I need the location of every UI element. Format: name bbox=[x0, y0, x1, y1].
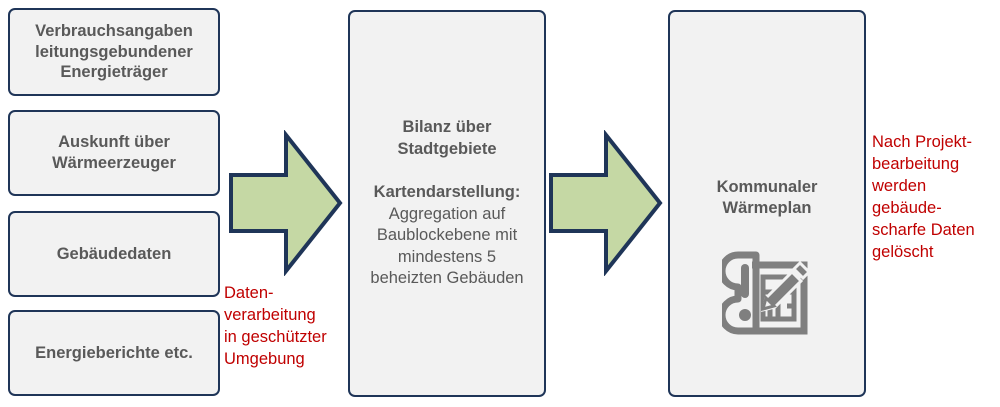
source-box-label-3: Energieberichte etc. bbox=[20, 343, 208, 364]
source-line: leitungsgebundener bbox=[35, 42, 193, 61]
source-line: Wärmeerzeuger bbox=[52, 154, 176, 172]
source-box-auskunft: Auskunft über Wärmeerzeuger bbox=[8, 110, 220, 196]
blueprint-pencil-icon bbox=[718, 250, 812, 342]
source-box-label-1: Auskunft über Wärmeerzeuger bbox=[20, 132, 208, 174]
right-title: Kommunaler Wärmeplan bbox=[716, 178, 818, 218]
source-line: Energieträger bbox=[60, 63, 168, 82]
source-line: Auskunft über bbox=[58, 133, 170, 152]
center-sub-heading: Kartendarstellung: bbox=[373, 183, 521, 202]
arrow-center-to-right bbox=[549, 130, 663, 276]
source-box-label-2: Gebäudedaten bbox=[20, 244, 208, 265]
source-box-energieberichte: Energieberichte etc. bbox=[8, 310, 220, 396]
arrow-sources-to-center bbox=[229, 130, 343, 276]
note-daten-geloescht: Nach Projekt- bearbeitung werden gebäude… bbox=[872, 133, 975, 261]
source-box-verbrauchsangaben: Verbrauchsangaben leitungsgebundener Ene… bbox=[8, 8, 220, 96]
note-datenverarbeitung: Daten- verarbeitung in geschützter Umgeb… bbox=[224, 284, 327, 368]
source-line: Energieberichte etc. bbox=[35, 343, 193, 362]
source-box-label-0: Verbrauchsangaben leitungsgebundener Ene… bbox=[20, 21, 208, 84]
center-title: Bilanz über Stadtgebiete bbox=[397, 118, 497, 158]
source-line: Verbrauchsangaben bbox=[35, 21, 193, 40]
source-line: Gebäudedaten bbox=[56, 244, 172, 263]
center-box-bilanz: Bilanz über Stadtgebiete Kartendarstellu… bbox=[348, 10, 546, 397]
center-sub-body: Aggregation auf Baublockebene mit mindes… bbox=[370, 204, 524, 288]
center-content: Bilanz über Stadtgebiete Kartendarstellu… bbox=[358, 117, 536, 289]
source-box-gebaeudedaten: Gebäudedaten bbox=[8, 211, 220, 297]
right-box-waermeplan: Kommunaler Wärmeplan bbox=[668, 10, 866, 397]
